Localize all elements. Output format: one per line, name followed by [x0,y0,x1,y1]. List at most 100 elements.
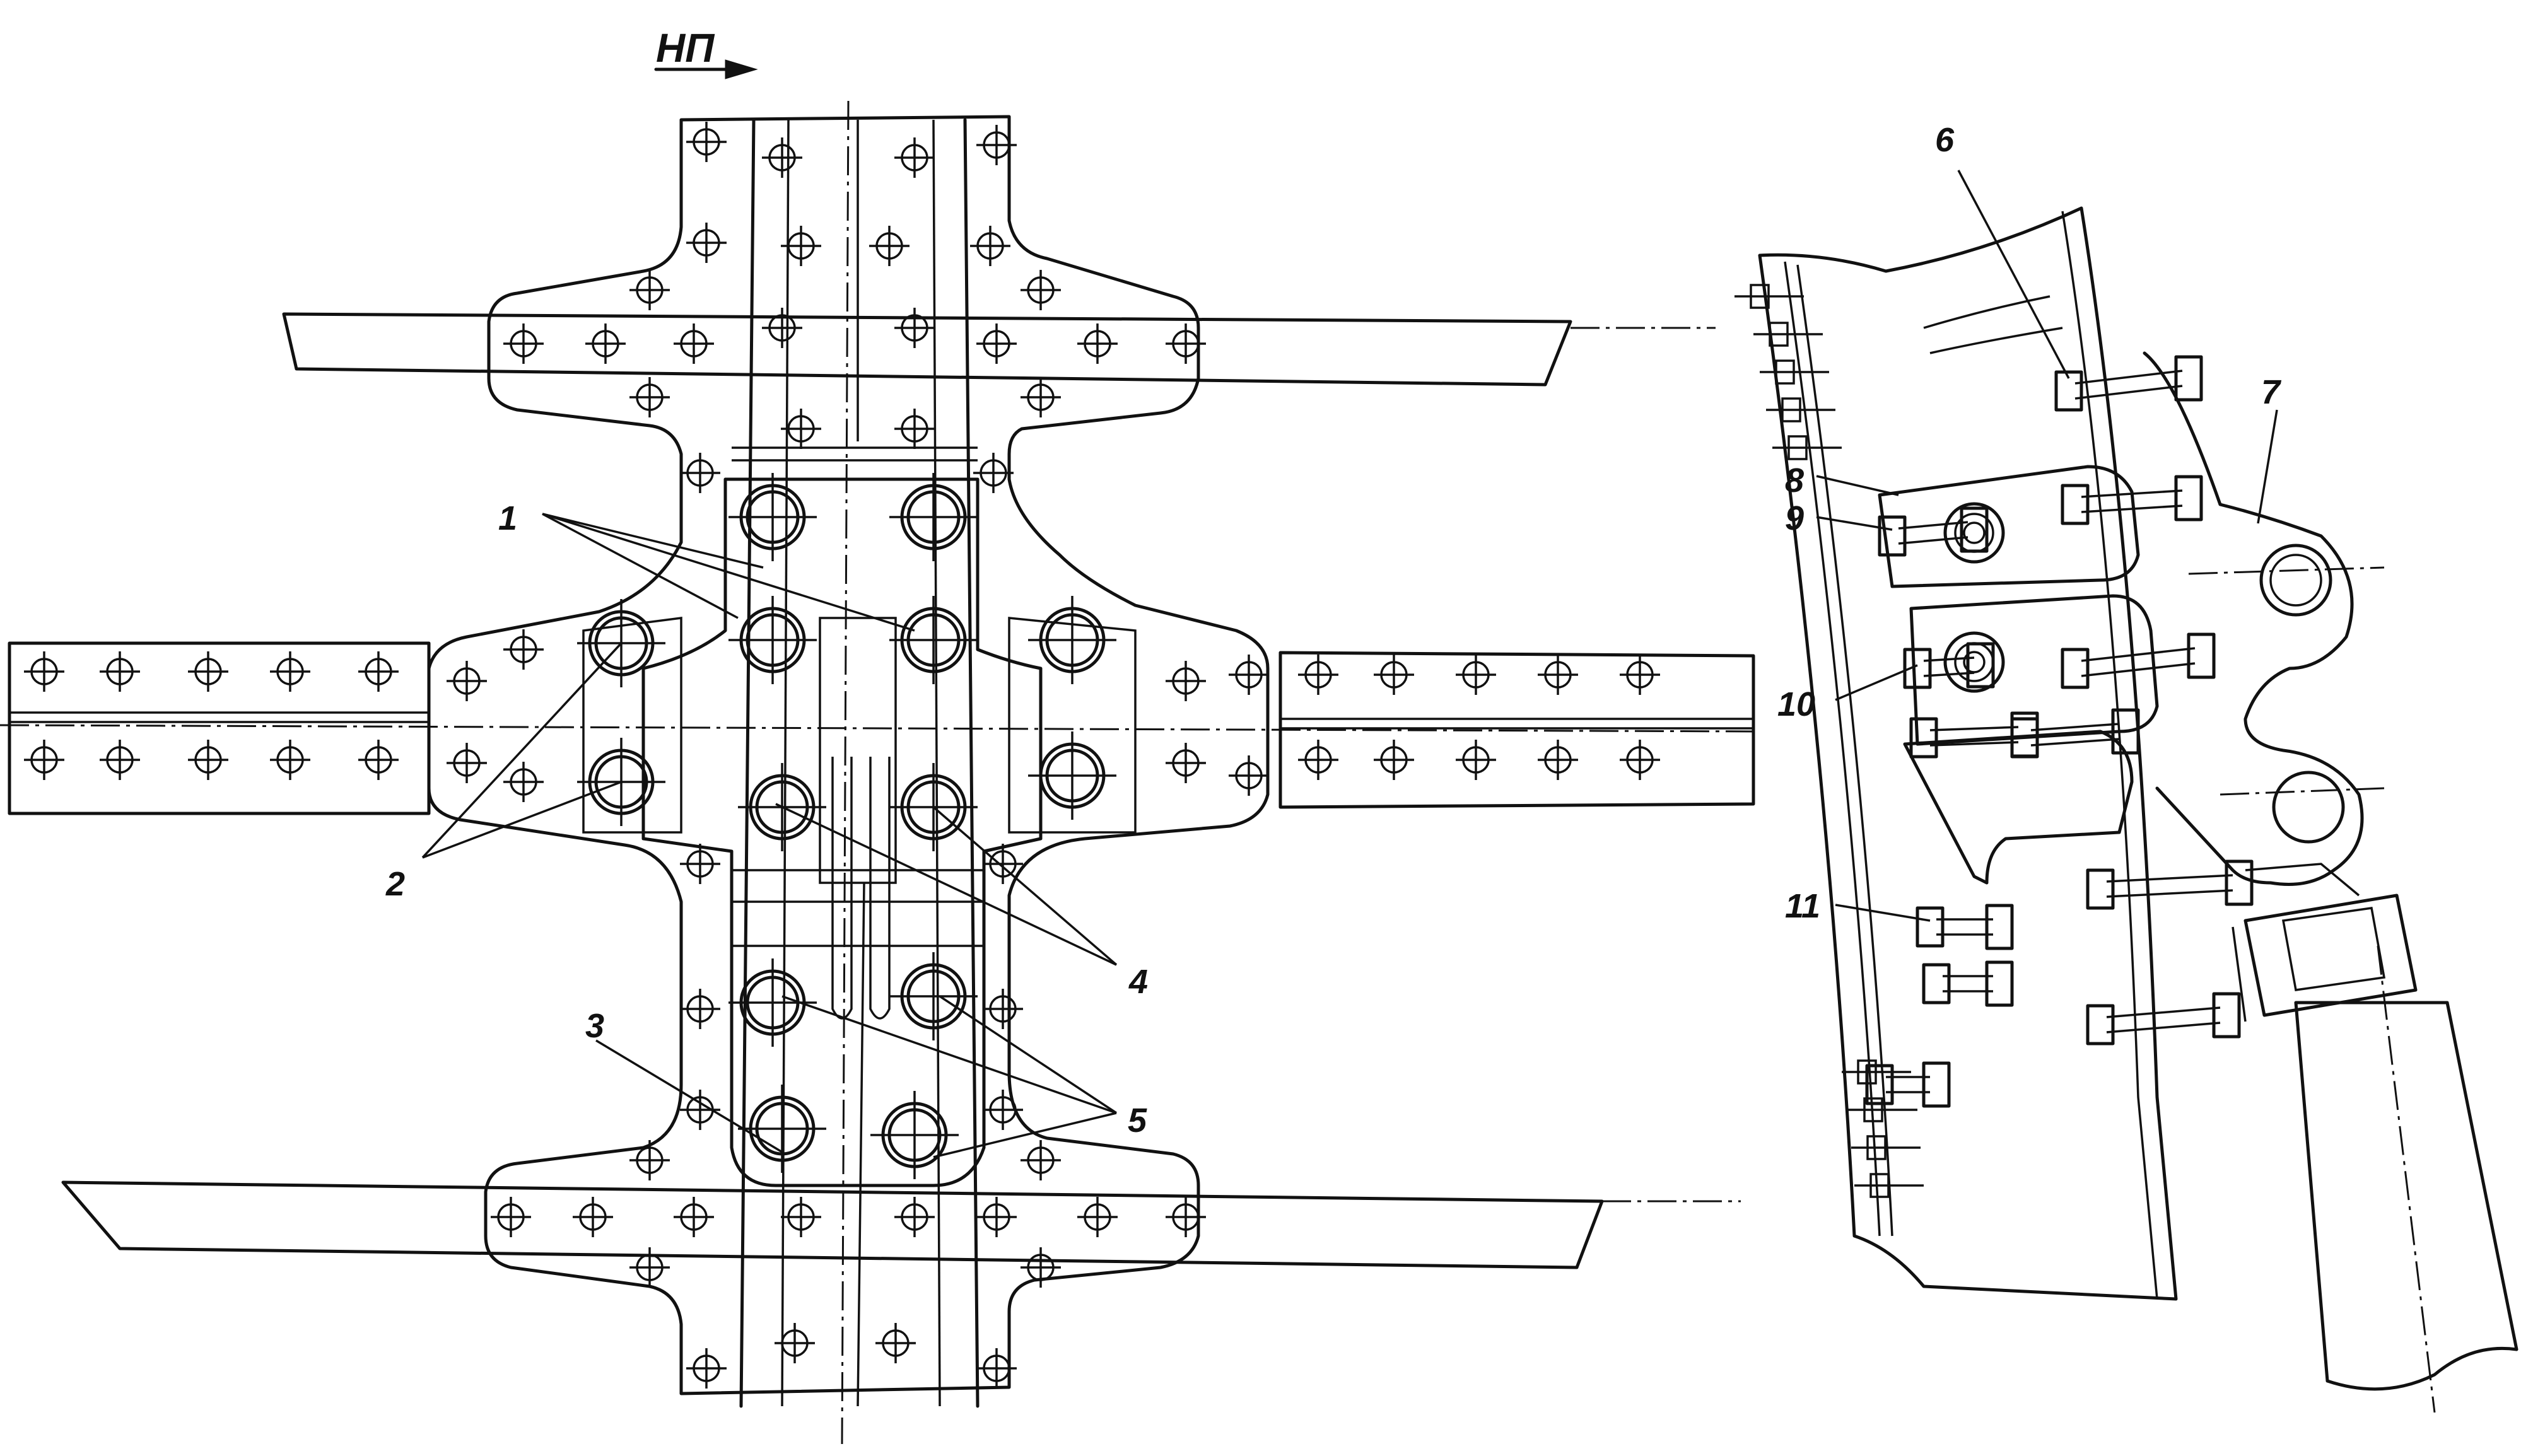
rivet [674,1197,714,1237]
callout-5: 5 [1128,1102,1147,1139]
actuator-centerline [2377,945,2436,1413]
rivet [976,1348,1017,1389]
rivet [1456,740,1496,780]
bolt [1028,596,1116,684]
rivet [1538,655,1578,695]
section-bolt [1865,1061,1951,1108]
rivet [781,409,821,449]
rivet [629,1247,670,1288]
rivet [686,223,727,263]
leader-9 [1816,516,1893,531]
rivet [1374,740,1414,780]
rivet [983,844,1023,884]
rivet [358,740,399,780]
rivet [781,226,821,266]
chain-rivet [1734,284,1804,309]
callout-3: 3 [585,1007,604,1045]
section-view: 6 7 8 9 10 11 [1734,121,2518,1413]
leader-6 [1957,170,2070,379]
callout-10: 10 [1777,685,1815,723]
lug-centerline-upper [2188,566,2385,575]
rivet [970,226,1010,266]
leader-2b [422,781,622,859]
bolt [1028,731,1116,820]
rivet [1166,323,1206,364]
rivet [358,651,399,692]
lug-centerline-lower [2220,787,2385,796]
leader-11 [1835,904,1931,922]
rivet [674,323,714,364]
rivet [680,844,720,884]
section-bolt [2061,632,2216,689]
plan-view: НП [0,25,1760,1445]
frame-center-rib-lower [857,882,865,1407]
callout-8: 8 [1785,462,1804,499]
leader-5c [933,1112,1117,1158]
rivet [1620,740,1660,780]
leader-5a [781,995,1117,1114]
chain-rivet [1766,397,1835,422]
actuator-nut-inner [2281,907,2386,991]
rivet [976,323,1017,364]
fitting-side-block-left [582,617,682,834]
rivet [976,1197,1017,1237]
rivet [680,989,720,1029]
plan-callouts: 1 2 3 4 5 [385,499,1148,1158]
callout-4: 4 [1128,963,1148,1001]
rivet [270,651,310,692]
rivet [775,1323,815,1363]
central-fitting [641,477,1043,1187]
section-upper-angle [1923,295,2063,354]
rivet [1298,740,1338,780]
frame-flange-left [781,119,790,1407]
rivet [503,323,544,364]
rivet [629,270,670,310]
lug-hole-upper-inner [2269,554,2322,607]
section-bolts [1865,355,2254,1108]
right-horizontal-belt [1278,651,1755,809]
rivet [1021,1247,1061,1288]
section-bolt [1922,960,2014,1007]
section-bolt [2061,475,2203,525]
section-callouts: 6 7 8 9 10 11 [1777,121,2282,925]
section-bolt [2010,708,2140,759]
rivet [1021,270,1061,310]
rivet [686,1348,727,1389]
left-horizontal-belt [8,641,431,815]
chain-rivet [1848,1097,1917,1122]
chain-rivet [1854,1173,1924,1198]
rivet [762,137,802,178]
section-washer [1943,631,2005,693]
frame-flange-right [932,119,941,1407]
rivet [1166,743,1206,783]
bolt [889,473,978,561]
rivet [781,1197,821,1237]
section-washer [1943,502,2005,564]
chain-rivet [1851,1135,1921,1160]
actuator-clamp [2232,863,2360,1022]
rivet [503,762,544,802]
rivet [491,1197,531,1237]
rivet [188,651,228,692]
rivet [24,740,64,780]
leader-4b [932,806,1118,966]
frame-web-right [963,118,980,1408]
leader-3 [595,1039,786,1155]
rivet [976,125,1017,165]
rivet [585,323,626,364]
lug-hole-upper [2259,544,2332,617]
rivet [1077,323,1118,364]
section-lug-upper [2143,351,2364,886]
section-actuator-rod [2294,1001,2518,1391]
rivet [503,629,544,670]
lower-stringer [61,1180,1604,1269]
leader-1b [542,513,764,569]
leader-4a [775,803,1117,966]
actuator-nut [2243,894,2418,1017]
frame-web-left [739,118,756,1408]
rivet [1077,1197,1118,1237]
rivet [1021,377,1061,417]
fitting-slot-right [869,757,891,1020]
callout-11: 11 [1785,887,1820,925]
